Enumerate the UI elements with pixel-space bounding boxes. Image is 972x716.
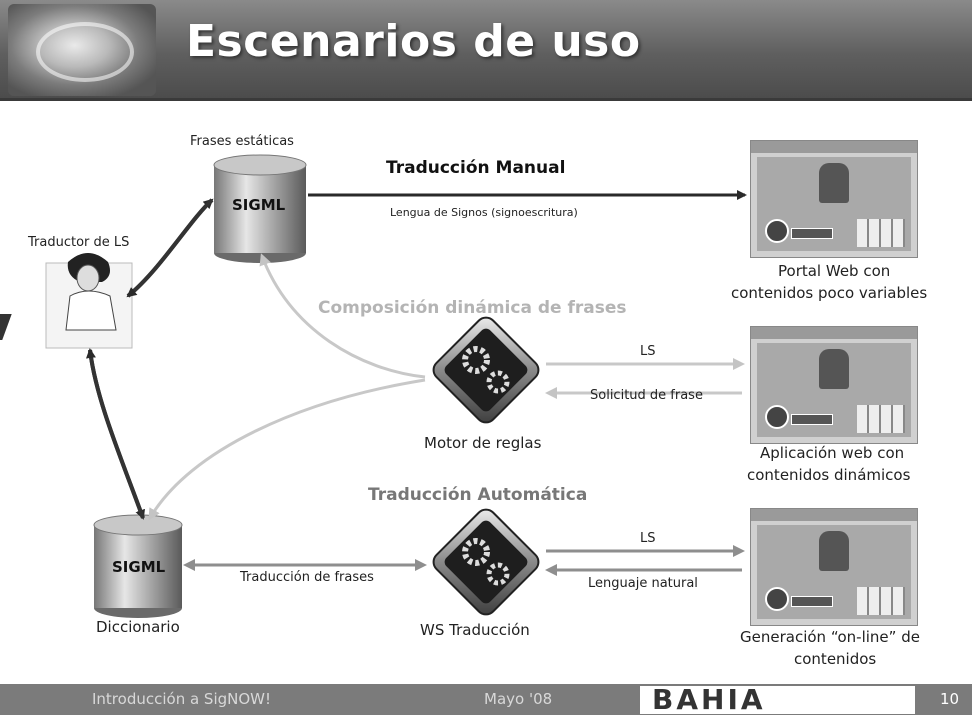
natural-language-label: Lenguaje natural bbox=[588, 576, 698, 591]
dictionary-caption: Diccionario bbox=[96, 618, 180, 636]
sign-language-label: Lengua de Signos (signoescritura) bbox=[390, 206, 578, 219]
slide-title: Escenarios de uso bbox=[186, 16, 641, 67]
manual-translation-title: Traducción Manual bbox=[386, 158, 566, 178]
generation-caption-line2: contenidos bbox=[794, 650, 877, 668]
engine-to-phrases-arrow bbox=[259, 253, 426, 379]
generation-screenshot bbox=[750, 508, 918, 626]
portal-caption-line2: contenidos poco variables bbox=[731, 284, 928, 302]
ls-label: LS bbox=[640, 531, 656, 546]
water-bowl-image bbox=[8, 4, 156, 96]
webapp-caption-line1: Aplicación web con bbox=[760, 444, 905, 462]
globe-icon bbox=[765, 219, 789, 243]
portal-screenshot bbox=[750, 140, 918, 258]
request-phrase-label: Solicitud de frase bbox=[590, 388, 703, 403]
rules-engine-caption: Motor de reglas bbox=[424, 434, 542, 452]
ws-translation-caption: WS Traducción bbox=[420, 621, 530, 639]
sigml-label: SIGML bbox=[232, 196, 286, 214]
person-at-laptop-icon bbox=[0, 253, 133, 349]
translator-caption: Traductor de LS bbox=[28, 235, 130, 250]
phrases-translation-label: Traducción de frases bbox=[240, 570, 374, 585]
page-number: 10 bbox=[940, 690, 960, 708]
sigml-label: SIGML bbox=[112, 558, 166, 576]
ls-label: LS bbox=[640, 344, 656, 359]
webapp-caption-line2: contenidos dinámicos bbox=[747, 466, 911, 484]
database-icon bbox=[93, 514, 183, 618]
automatic-translation-title: Traducción Automática bbox=[368, 485, 588, 505]
footer-presentation-title: Introducción a SigNOW! bbox=[92, 690, 272, 708]
globe-icon bbox=[765, 405, 789, 429]
database-icon bbox=[213, 154, 307, 263]
portal-caption-line1: Portal Web con bbox=[778, 262, 891, 280]
gears-icon bbox=[432, 316, 540, 424]
globe-icon bbox=[765, 587, 789, 611]
static-phrases-caption: Frases estáticas bbox=[190, 134, 294, 149]
webapp-screenshot bbox=[750, 326, 918, 444]
footer-date: Mayo '08 bbox=[484, 690, 553, 708]
gears-icon bbox=[432, 508, 540, 616]
dynamic-composition-title: Composición dinámica de frases bbox=[318, 298, 627, 318]
generation-caption-line1: Generación “on-line” de bbox=[740, 628, 920, 646]
slide-header: Escenarios de uso bbox=[0, 0, 972, 101]
engine-to-dictionary-arrow bbox=[148, 378, 426, 521]
bahia-logo: BAHIA bbox=[640, 683, 915, 716]
